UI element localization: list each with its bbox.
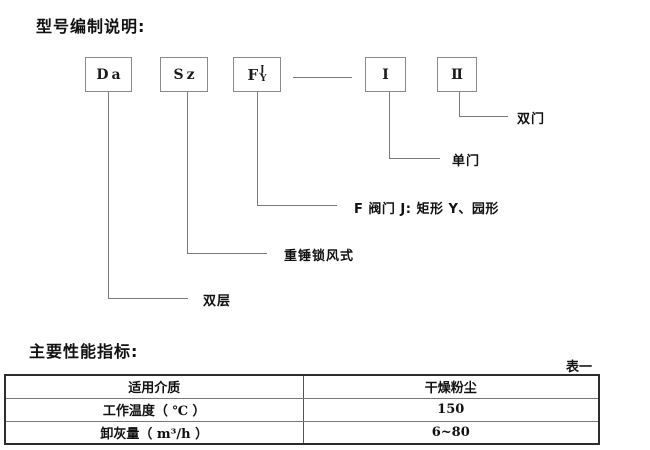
model-box-sz: Sz (160, 57, 208, 92)
table-row: 卸灰量（ m³/h ） 6~80 (5, 420, 599, 445)
cell-discharge-value: 6~80 (303, 420, 599, 445)
cell-temperature-value: 150 (303, 397, 599, 422)
callout-hammer-lock: 重锤锁风式 (284, 249, 355, 264)
callout-double-layer: 双层 (203, 294, 232, 309)
cell-temperature-name: 工作温度（ ℃ ） (5, 397, 304, 422)
model-box-two-label: Ⅱ (451, 66, 463, 83)
dropline-da-horizontal (108, 298, 188, 299)
model-box-da-label: Da (96, 66, 124, 83)
callout-valve-type: F 阀门 J: 矩形 Y、园形 (354, 202, 499, 217)
dropline-sz-horizontal (187, 253, 267, 254)
dropline-one-vertical (389, 92, 390, 159)
model-box-one: Ⅰ (365, 57, 406, 92)
callout-double-door: 双门 (517, 112, 546, 127)
model-box-da: Da (85, 57, 132, 92)
dropline-da-vertical (108, 92, 109, 299)
dropline-f-vertical (257, 92, 258, 206)
cell-medium-name: 适用介质 (5, 374, 304, 399)
callout-single-door: 单门 (452, 154, 481, 169)
model-box-one-label: Ⅰ (382, 66, 389, 83)
model-box-f-sup: J (260, 64, 265, 75)
performance-title: 主要性能指标: (29, 342, 139, 361)
model-box-sz-label: Sz (173, 66, 198, 83)
model-box-f: F J Y (233, 57, 281, 92)
cell-discharge-name: 卸灰量（ m³/h ） (5, 420, 304, 445)
dropline-one-horizontal (389, 158, 440, 159)
model-notation-title: 型号编制说明: (36, 17, 146, 36)
model-box-f-label: F J Y (247, 64, 267, 84)
table-row: 工作温度（ ℃ ） 150 (5, 397, 599, 422)
model-box-f-main: F (247, 65, 259, 84)
cell-medium-value: 干燥粉尘 (303, 374, 599, 399)
model-box-f-variants: J Y (260, 64, 267, 84)
dropline-two-horizontal (459, 116, 508, 117)
dropline-sz-vertical (187, 92, 188, 254)
connector-dash-f-to-one (293, 77, 352, 78)
model-box-two: Ⅱ (437, 57, 477, 92)
table-number-label: 表一 (566, 360, 593, 375)
dropline-two-vertical (459, 92, 460, 117)
dropline-f-horizontal (257, 205, 337, 206)
table-row: 适用介质 干燥粉尘 (5, 374, 599, 399)
performance-table: 适用介质 干燥粉尘 工作温度（ ℃ ） 150 卸灰量（ m³/h ） 6~80 (4, 374, 600, 445)
model-box-f-sub: Y (260, 73, 267, 84)
